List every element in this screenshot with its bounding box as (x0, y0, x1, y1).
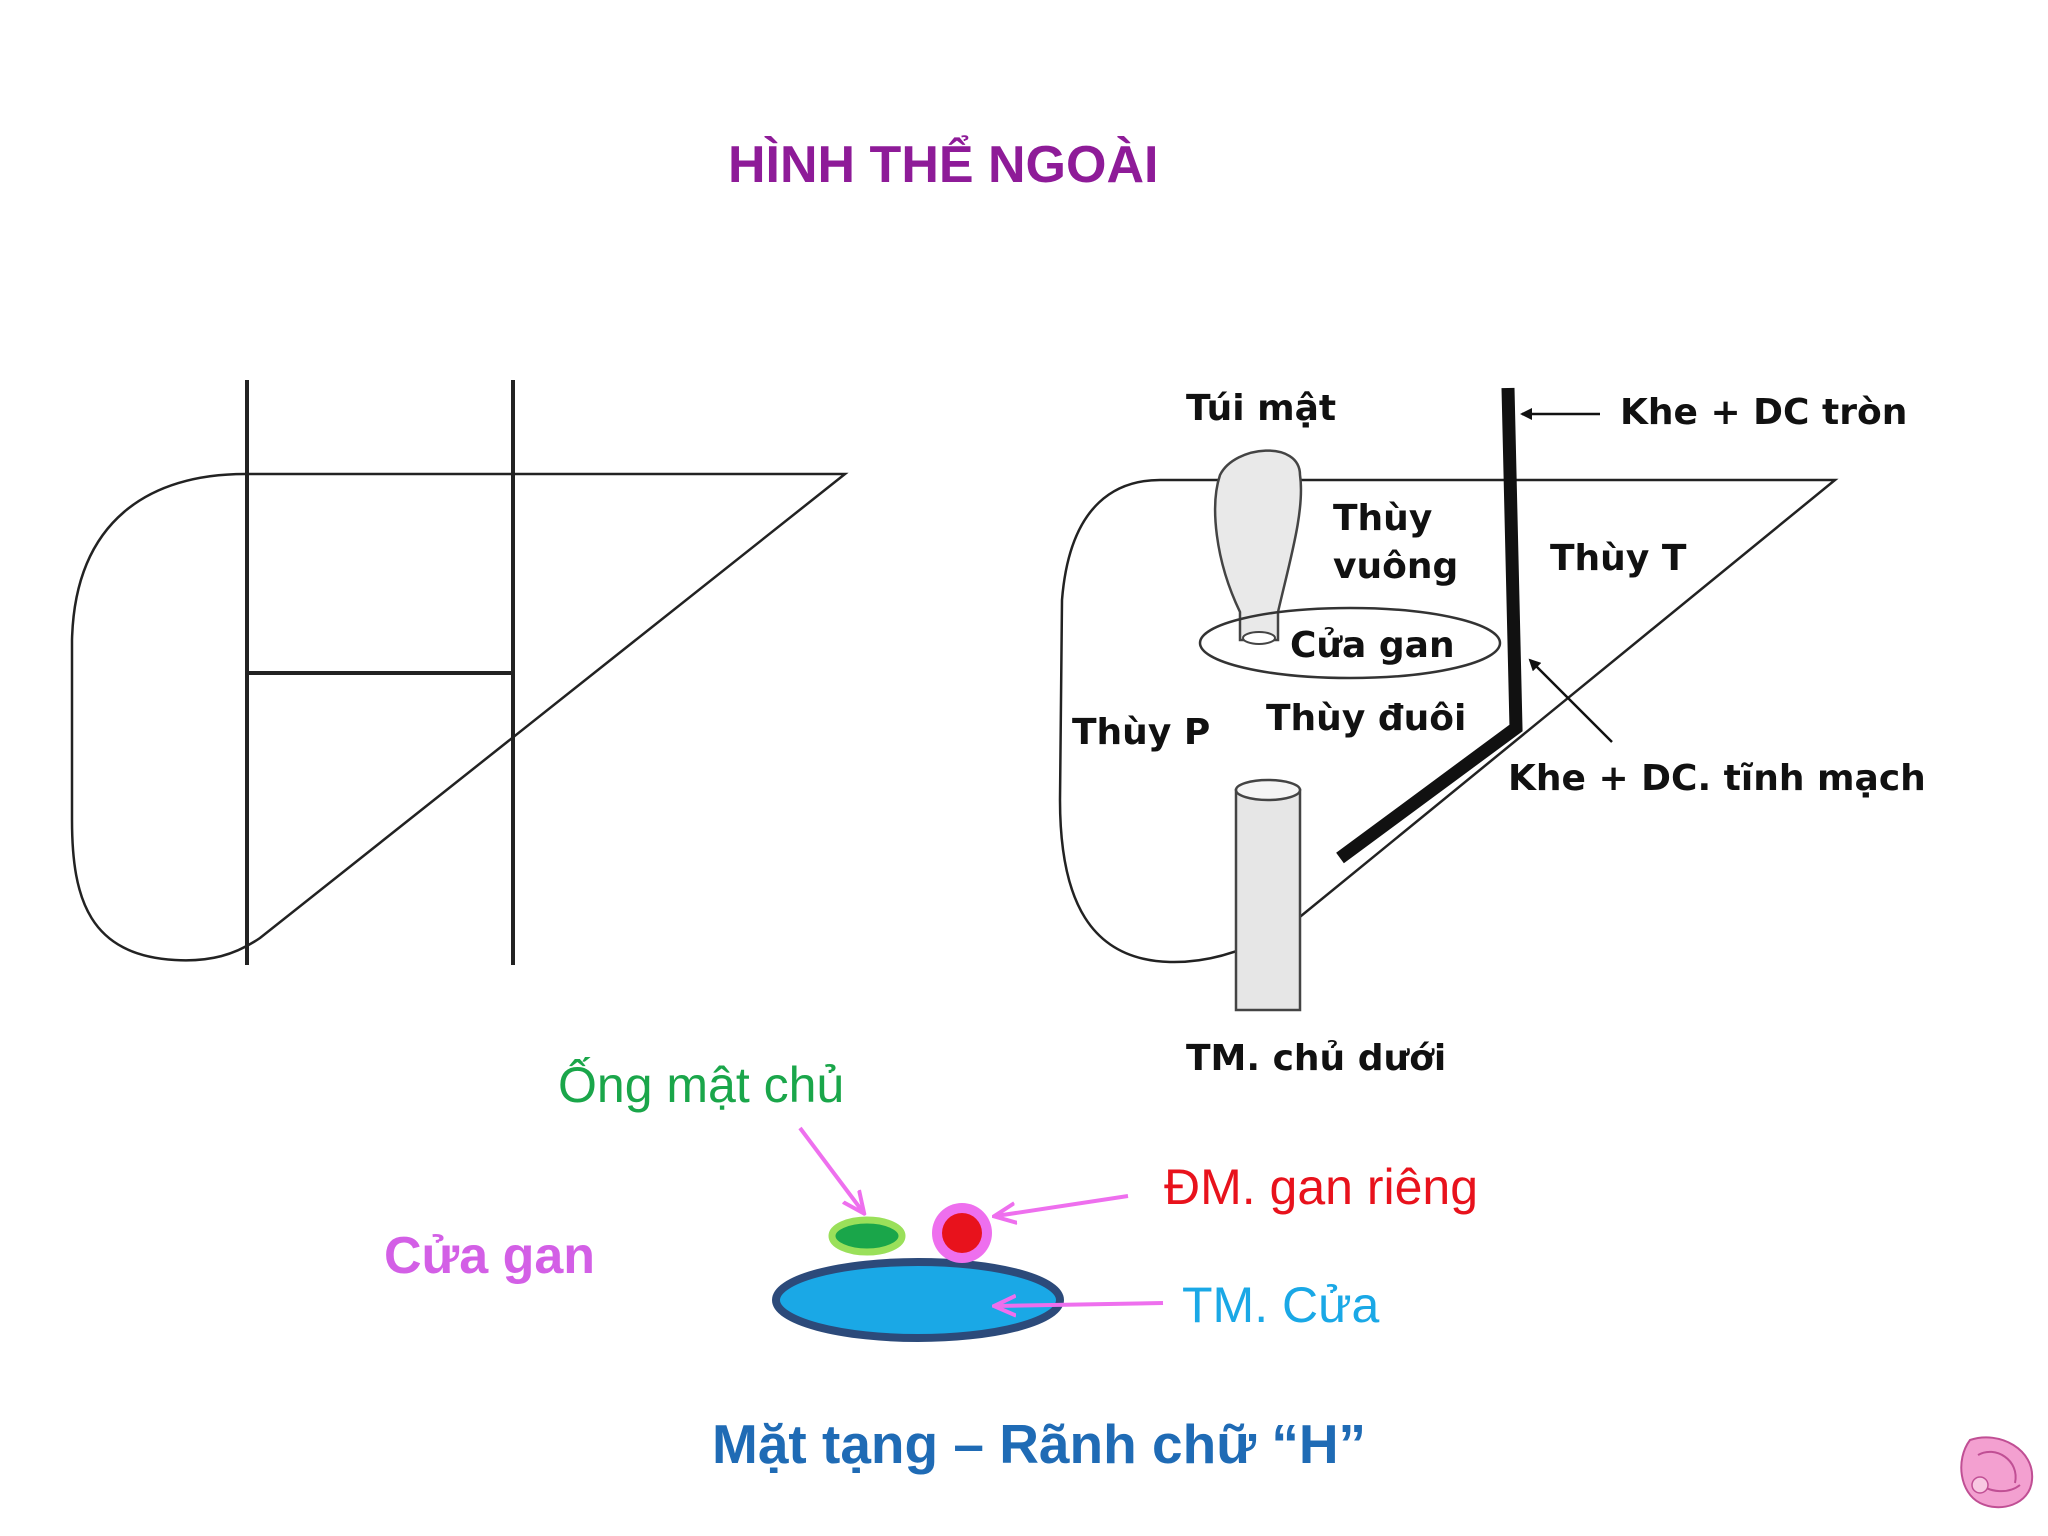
artery-arrow (996, 1194, 1129, 1216)
bile-duct-shape (828, 1216, 906, 1256)
slide-caption: Mặt tạng – Rãnh chữ “H” (712, 1413, 1367, 1475)
venous-ligament-arrow (1528, 658, 1613, 743)
label-ivc: TM. chủ dưới (1186, 1038, 1446, 1079)
porta-hepatis-ellipse (1198, 606, 1502, 680)
label-common-bile-duct: Ống mật chủ (558, 1056, 844, 1113)
artery-shape-inner (942, 1213, 982, 1253)
portal-vein-arrow (996, 1303, 1164, 1306)
slide-title: HÌNH THỂ NGOÀI (728, 136, 1159, 194)
label-porta-hepatis: Cửa gan (1290, 625, 1455, 666)
label-left-lobe: Thùy T (1550, 538, 1687, 579)
label-quadrate-1: Thùy (1333, 498, 1432, 539)
porta-cross-section: Ống mật chủ ĐM. gan riêng TM. Cửa (558, 1056, 1478, 1342)
ivc-top (1234, 778, 1302, 802)
right-liver-outline (1058, 478, 1839, 964)
portal-vein-shape (772, 1258, 1064, 1342)
ivc-cylinder (1234, 788, 1302, 1012)
right-liver-figure: Túi mật Khe + DC tròn Thùy vuông Thùy T … (1058, 387, 1926, 1079)
label-right-lobe: Thùy P (1072, 712, 1210, 753)
left-liver-figure (70, 380, 849, 965)
round-ligament-fissure (1336, 387, 1523, 864)
logo-icon (1960, 1436, 2034, 1509)
bile-duct-arrow (798, 1126, 863, 1212)
label-portal-vein: TM. Cửa (1182, 1277, 1380, 1333)
label-round-ligament: Khe + DC tròn (1620, 392, 1907, 433)
label-gallbladder: Túi mật (1186, 388, 1336, 429)
label-proper-hepatic-artery: ĐM. gan riêng (1164, 1159, 1478, 1215)
left-liver-outline (70, 472, 849, 962)
gallbladder-neck (1242, 631, 1276, 645)
label-venous-ligament: Khe + DC. tĩnh mạch (1508, 758, 1926, 799)
label-quadrate-2: vuông (1333, 546, 1458, 587)
label-caudate-lobe: Thùy đuôi (1266, 698, 1466, 739)
gallbladder-shape (1213, 449, 1303, 642)
porta-section-title: Cửa gan (384, 1227, 596, 1285)
